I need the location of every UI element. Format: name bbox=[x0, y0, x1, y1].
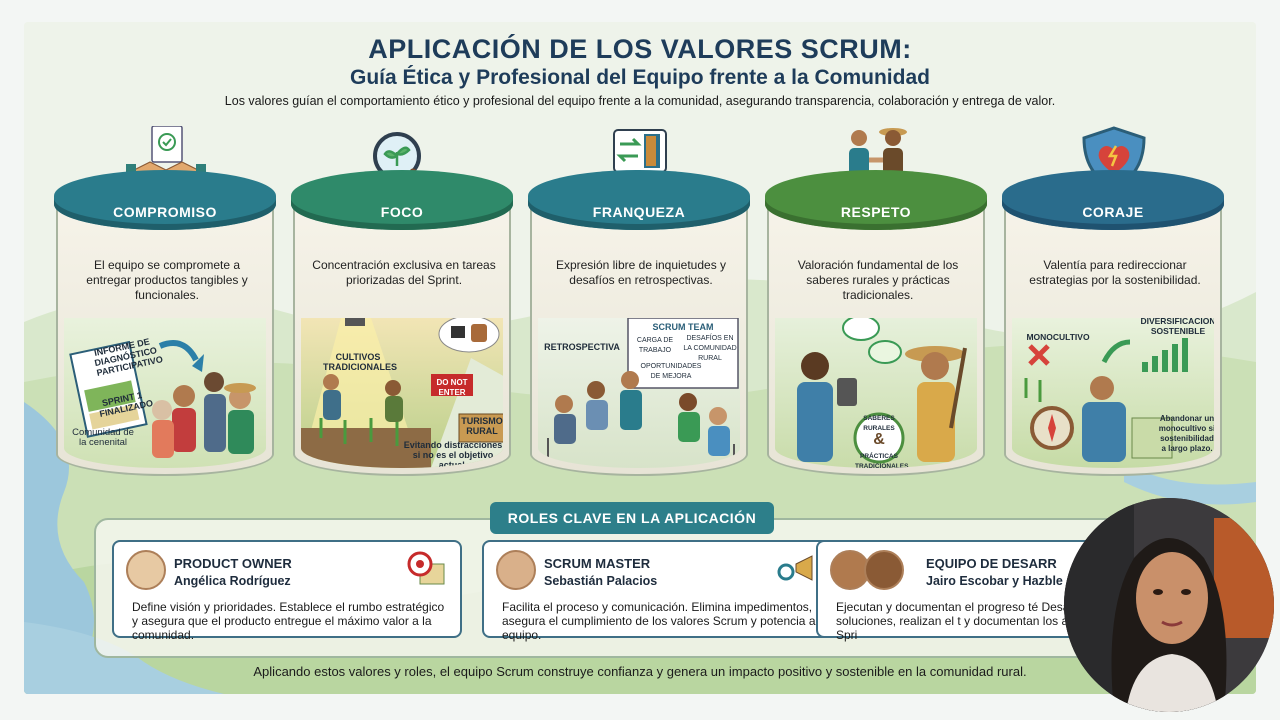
role-description: Define visión y prioridades. Establece e… bbox=[132, 600, 445, 642]
role-name: PRODUCT OWNER bbox=[174, 556, 292, 571]
value-description: Concentración exclusiva en tareas priori… bbox=[312, 258, 496, 287]
value-description: Expresión libre de inquietudes y desafío… bbox=[555, 258, 727, 287]
role-person: Angélica Rodríguez bbox=[174, 574, 291, 588]
role-card-scrum-master: SCRUM MASTER Sebastián Palacios Facilita… bbox=[482, 540, 832, 642]
value-description: Valoración fundamental de los saberes ru… bbox=[797, 258, 959, 302]
door-arrows-icon bbox=[613, 129, 667, 173]
sustainability-illustration bbox=[1024, 338, 1188, 462]
svg-text:&: & bbox=[873, 431, 885, 448]
value-column-respeto: Valoración fundamental de los saberes ru… bbox=[765, 128, 987, 480]
role-card-product-owner: PRODUCT OWNER Angélica Rodríguez Define … bbox=[112, 540, 462, 642]
value-column-foco: Concentración exclusiva en tareas priori… bbox=[291, 132, 513, 480]
value-title: RESPETO bbox=[765, 170, 987, 230]
role-person: Sebastián Palacios bbox=[544, 574, 658, 588]
value-title: CORAJE bbox=[1002, 170, 1224, 230]
role-name: SCRUM MASTER bbox=[544, 556, 651, 571]
avatar bbox=[864, 550, 904, 590]
target-map-icon bbox=[407, 551, 445, 585]
intro-text: Los valores guían el comportamiento étic… bbox=[224, 94, 1056, 108]
value-title: FOCO bbox=[291, 170, 513, 230]
footer-text: Aplicando estos valores y roles, el equi… bbox=[253, 664, 1027, 679]
main-title: APLICACIÓN DE LOS VALORES SCRUM: bbox=[368, 34, 912, 64]
value-column-franqueza: Expresión libre de inquietudes y desafío… bbox=[528, 129, 750, 480]
value-description: El equipo se compromete a entregar produ… bbox=[86, 258, 248, 302]
value-column-coraje: Valentía para redireccionar estrategias … bbox=[1002, 126, 1224, 480]
megaphone-gears-icon bbox=[777, 555, 813, 581]
infographic-poster: APLICACIÓN DE LOS VALORES SCRUM: Guía Ét… bbox=[24, 22, 1256, 694]
role-person: Jairo Escobar y Hazble bbox=[926, 574, 1063, 588]
community-scene-illustration bbox=[69, 340, 256, 458]
retrospective-meeting-illustration bbox=[547, 318, 739, 464]
role-name: EQUIPO DE DESARR bbox=[926, 556, 1057, 571]
webcam-presenter bbox=[1064, 498, 1274, 712]
field-work-illustration bbox=[301, 318, 503, 468]
role-description: Facilita el proceso y comunicación. Elim… bbox=[502, 600, 819, 642]
magnifier-plant-icon bbox=[373, 132, 433, 192]
saberes-illustration: & bbox=[797, 318, 967, 464]
avatar bbox=[496, 550, 536, 590]
avatar bbox=[126, 550, 166, 590]
presenter-image bbox=[1064, 498, 1274, 712]
value-column-compromiso: El equipo se compromete a entregar produ… bbox=[54, 126, 276, 480]
main-subtitle: Guía Ética y Profesional del Equipo fren… bbox=[350, 66, 930, 89]
value-title: FRANQUEZA bbox=[528, 170, 750, 230]
value-title: COMPROMISO bbox=[54, 170, 276, 230]
roles-title: ROLES CLAVE EN LA APLICACIÓN bbox=[490, 502, 774, 534]
value-description: Valentía para redireccionar estrategias … bbox=[1029, 258, 1201, 287]
